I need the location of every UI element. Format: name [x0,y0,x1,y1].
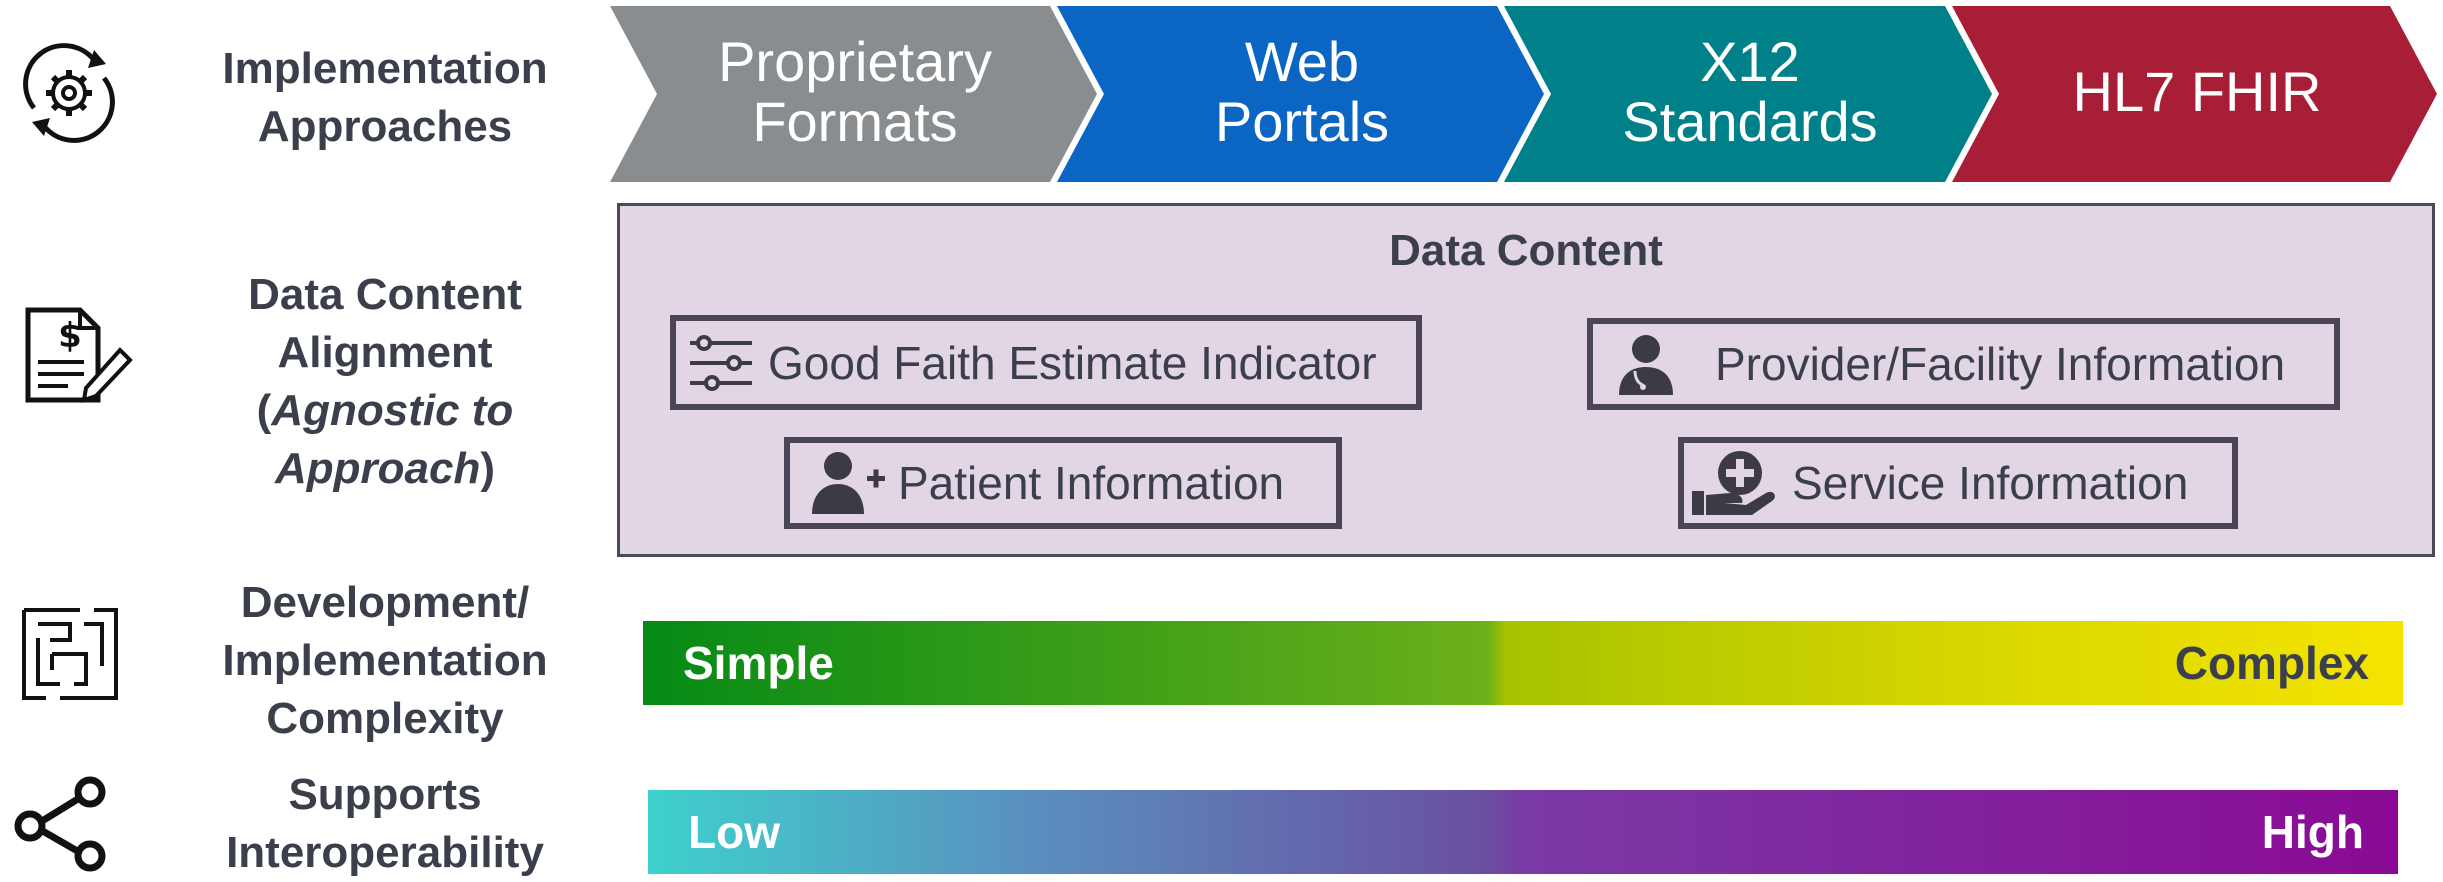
implementation-approaches-label: Implementation Approaches [222,44,548,151]
invoice-pen-icon: $ [18,292,138,412]
complexity-complex-label: Complex [2174,637,2369,689]
complexity-simple-label: Simple [683,637,834,689]
maze-icon [20,606,120,702]
item-provider-facility: Provider/Facility Information [1587,318,2340,410]
label-paren-open: ( [256,386,272,435]
chevron-x12-standards [1504,6,1992,182]
gear-cycle-icon [14,38,124,148]
data-content-title: Data Content [1389,226,1663,275]
share-nodes-icon [12,776,112,872]
interoperability-low-label: Low [688,806,780,858]
approach-chevrons [610,6,2437,182]
item-good-faith-estimate: Good Faith Estimate Indicator [670,315,1422,410]
approach-web-portals: Web Portals [1214,30,1390,153]
chevron-hl7-fhir [1952,6,2437,182]
interoperability-label: Supports Interoperability [226,770,544,877]
svg-text:$: $ [58,316,82,356]
item-service-information: Service Information [1678,437,2238,529]
label-italic-1: Agnostic to [271,386,514,435]
approach-proprietary-formats: Proprietary Formats [718,30,992,153]
chevron-web-portals [1057,6,1544,182]
item-patient-information-label: Patient Information [898,457,1285,509]
item-provider-facility-label: Provider/Facility Information [1715,338,2286,390]
hand-medical-icon [1690,447,1780,519]
chevron-proprietary-formats [610,6,1097,182]
label-paren-close: ) [480,444,495,493]
data-content-alignment-label: Data Content Alignment (Agnostic to Appr… [248,270,522,493]
item-service-information-label: Service Information [1792,457,2189,509]
sliders-icon [688,333,754,393]
item-patient-information: Patient Information [784,437,1342,529]
item-good-faith-estimate-label: Good Faith Estimate Indicator [768,336,1377,389]
doctor-icon [1613,331,1679,397]
interoperability-high-label: High [2261,806,2364,858]
approach-hl7-fhir: HL7 FHIR [2072,60,2322,123]
approach-x12-standards: X12 Standards [1622,30,1878,153]
user-plus-icon [810,450,886,516]
complexity-label: Development/ Implementation Complexity [222,578,548,743]
complexity-bar: Simple Complex [643,621,2403,705]
label-italic-2: Approach [274,444,481,493]
interoperability-bar: Low High [648,790,2398,874]
